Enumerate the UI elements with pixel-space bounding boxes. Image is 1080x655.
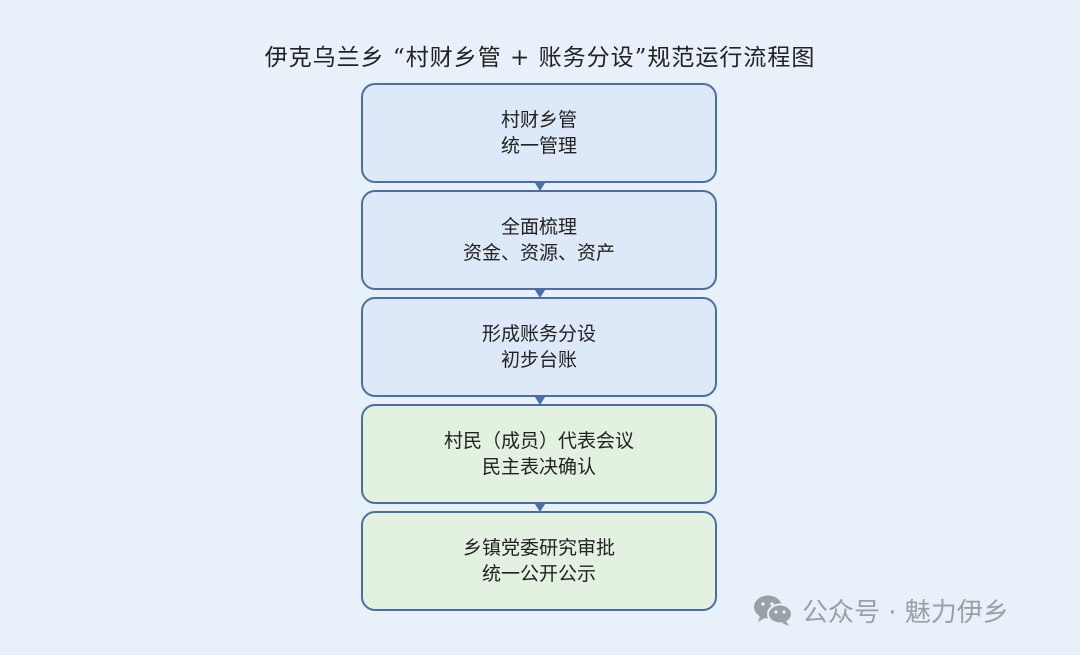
- step-2-line2: 资金、资源、资产: [462, 242, 615, 264]
- step-4-line1: 村民（成员）代表会议: [443, 430, 634, 452]
- step-3-box: 形成账务分设 初步台账: [361, 297, 717, 397]
- wechat-icon: [754, 595, 793, 626]
- step-2-line1: 全面梳理: [500, 216, 577, 238]
- watermark-text: 公众号 · 魅力伊乡: [802, 597, 1009, 628]
- step-1-box: 村财乡管 统一管理: [361, 83, 717, 183]
- arrow-2-3-head: [535, 290, 545, 298]
- arrow-1-2-head: [535, 183, 545, 191]
- arrow-4-5-head: [535, 504, 545, 512]
- step-1-line1: 村财乡管: [500, 109, 577, 131]
- watermark: 公众号 · 魅力伊乡: [752, 590, 1009, 630]
- step-5-box: 乡镇党委研究审批 统一公开公示: [361, 511, 717, 611]
- arrow-3-4-head: [535, 397, 545, 405]
- step-5-line2: 统一公开公示: [481, 563, 596, 585]
- step-4-line2: 民主表决确认: [481, 456, 596, 478]
- step-2-box: 全面梳理 资金、资源、资产: [361, 190, 717, 290]
- diagram-title: 伊克乌兰乡 “村财乡管 + 账务分设”规范运行流程图: [264, 45, 816, 71]
- step-3-line1: 形成账务分设: [481, 323, 596, 345]
- step-4-box: 村民（成员）代表会议 民主表决确认: [361, 404, 717, 504]
- step-1-line2: 统一管理: [500, 135, 577, 157]
- step-5-line1: 乡镇党委研究审批: [462, 537, 615, 559]
- step-3-line2: 初步台账: [500, 349, 577, 371]
